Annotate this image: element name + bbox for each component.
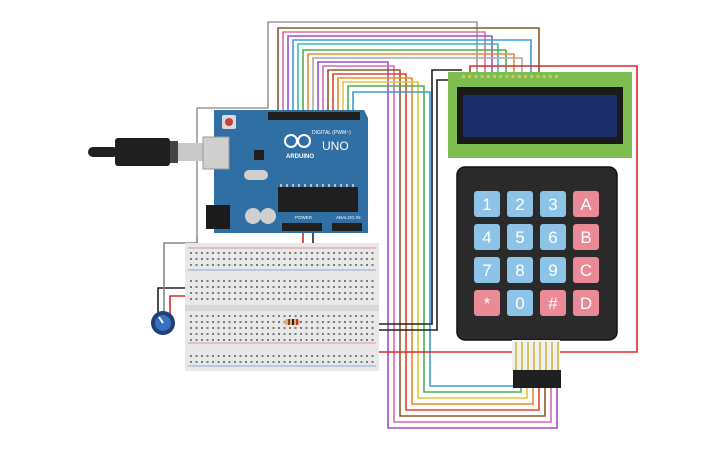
usb-plug-cord — [88, 147, 118, 157]
wire-keypad-6[interactable] — [342, 81, 528, 399]
wire-keypad-5[interactable] — [337, 77, 534, 405]
keypad-keys: 1 2 3 A 4 5 6 B 7 8 9 C * 0 # D — [474, 191, 599, 316]
lcd-display[interactable] — [448, 72, 632, 158]
keypad-key-8[interactable]: 8 — [507, 257, 533, 283]
power-header-label: POWER — [295, 215, 313, 220]
keypad-key-6[interactable]: 6 — [540, 224, 566, 250]
arduino-logo — [284, 134, 311, 148]
keypad-key-label: 4 — [482, 228, 491, 247]
analog-header-label: ANALOG IN — [336, 215, 361, 220]
resistor[interactable] — [284, 319, 300, 325]
potentiometer[interactable] — [151, 311, 175, 335]
wire-grey-inner[interactable] — [312, 57, 523, 115]
keypad-key-B[interactable]: B — [573, 224, 599, 250]
wire-teal[interactable] — [297, 43, 499, 115]
arduino-brand: ARDUINO — [286, 154, 314, 160]
keypad-key-label: C — [580, 261, 592, 280]
arduino-model: UNO — [322, 139, 349, 153]
keypad-key-label: 1 — [482, 195, 491, 214]
wire-keypad-4[interactable] — [332, 73, 540, 411]
keypad-connector — [513, 370, 561, 388]
digital-header-label: DIGITAL (PWM~) — [312, 130, 351, 136]
usb-plug-metal — [178, 143, 203, 161]
lcd-header-pins — [462, 75, 558, 78]
usb-cable[interactable] — [88, 138, 203, 166]
keypad-ribbon — [512, 340, 560, 370]
keypad-key-label: * — [484, 294, 491, 313]
keypad-key-label: 0 — [515, 294, 524, 313]
wire-orange-top[interactable] — [307, 53, 515, 115]
wire-pot-grey[interactable] — [163, 235, 198, 320]
keypad-key-label: 9 — [548, 261, 557, 280]
keypad-key-label: # — [548, 294, 558, 313]
power-header — [282, 223, 322, 231]
atmega-chip — [278, 187, 358, 212]
keypad-key-A[interactable]: A — [573, 191, 599, 217]
keypad-key-label: 8 — [515, 261, 524, 280]
keypad-key-label: D — [580, 294, 592, 313]
keypad-key-5[interactable]: 5 — [507, 224, 533, 250]
wire-keypad-3[interactable] — [327, 69, 546, 417]
lcd-screen — [463, 95, 617, 137]
keypad-key-label: B — [580, 228, 591, 247]
keypad-key-label: 6 — [548, 228, 557, 247]
keypad-key-D[interactable]: D — [573, 290, 599, 316]
wire-blue-top[interactable] — [292, 39, 532, 115]
breadboard[interactable] — [185, 243, 379, 371]
wire-green-top[interactable] — [302, 49, 507, 115]
arduino-uno[interactable]: DIGITAL (PWM~) ARDUINO UNO POWER ANALOG … — [202, 110, 368, 233]
keypad-key-label: A — [580, 195, 592, 214]
keypad-key-*[interactable]: * — [474, 290, 500, 316]
keypad-key-label: 2 — [515, 195, 524, 214]
keypad-key-label: 7 — [482, 261, 491, 280]
usb-plug-body — [115, 138, 170, 166]
keypad-key-4[interactable]: 4 — [474, 224, 500, 250]
breadboard-holes — [190, 252, 374, 363]
wire-brown[interactable] — [277, 27, 540, 115]
keypad-key-label: 5 — [515, 228, 524, 247]
wire-keypad-2[interactable] — [322, 65, 552, 423]
wire-keypad-7[interactable] — [347, 85, 522, 393]
power-jack — [206, 205, 230, 229]
analog-header — [332, 223, 362, 231]
keypad-key-C[interactable]: C — [573, 257, 599, 283]
keypad-key-2[interactable]: 2 — [507, 191, 533, 217]
keypad-key-0[interactable]: 0 — [507, 290, 533, 316]
keypad[interactable]: 1 2 3 A 4 5 6 B 7 8 9 C * 0 # D — [456, 166, 618, 388]
usb-port — [202, 136, 230, 170]
digital-header — [268, 112, 360, 120]
keypad-key-9[interactable]: 9 — [540, 257, 566, 283]
keypad-key-#[interactable]: # — [540, 290, 566, 316]
keypad-key-label: 3 — [548, 195, 557, 214]
keypad-key-7[interactable]: 7 — [474, 257, 500, 283]
keypad-key-1[interactable]: 1 — [474, 191, 500, 217]
wire-pink[interactable] — [282, 31, 486, 115]
keypad-key-3[interactable]: 3 — [540, 191, 566, 217]
wire-keypad-1[interactable] — [317, 61, 558, 429]
